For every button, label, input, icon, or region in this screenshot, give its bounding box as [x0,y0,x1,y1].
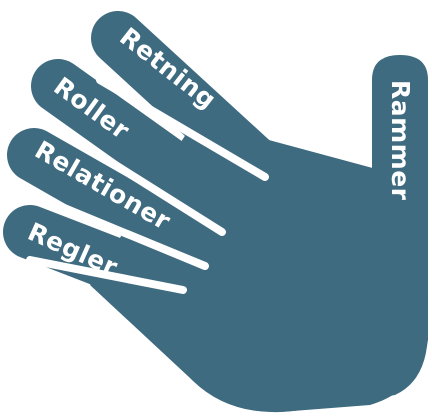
finger-roller [31,59,245,227]
finger-gaps [26,76,269,294]
gap-2 [56,126,226,236]
gap-1 [96,76,269,181]
fingers [3,11,289,317]
gap-4 [26,256,187,294]
finger-relationer [7,128,227,277]
finger-regler [3,205,207,317]
gap-3 [36,194,209,270]
label-rammer: Rammer [386,80,415,201]
finger-retning [91,11,289,197]
